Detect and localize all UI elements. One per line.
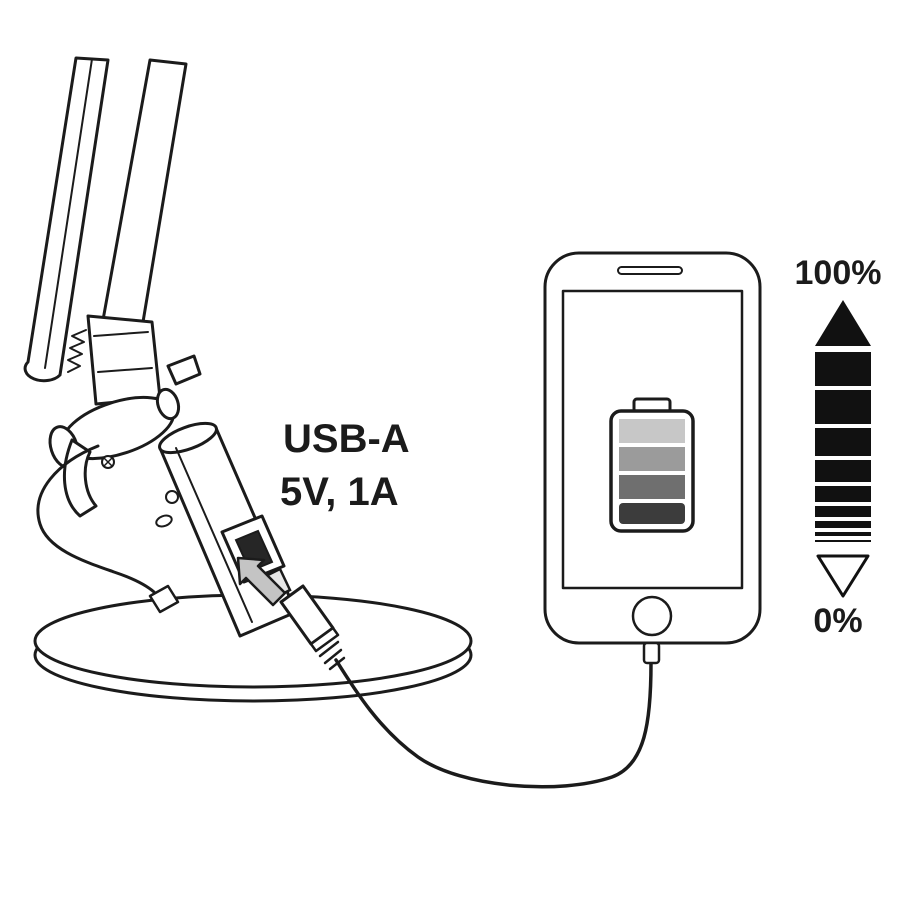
lamp-power-cable xyxy=(36,444,180,614)
insert-arrow-icon xyxy=(236,556,287,607)
charge-bars xyxy=(815,352,871,542)
charge-min-label: 0% xyxy=(813,602,862,640)
lamp-base xyxy=(33,593,473,703)
charge-up-arrow-icon xyxy=(815,300,871,346)
battery-segment xyxy=(619,475,685,499)
battery-segment xyxy=(619,503,685,524)
charge-level-indicator: 100% 0% xyxy=(795,254,882,640)
home-button xyxy=(631,595,673,637)
port-label-line1: USB-A xyxy=(283,417,410,461)
charge-down-arrow-icon xyxy=(816,554,870,598)
battery-segment xyxy=(619,447,685,471)
port-label-line2: 5V, 1A xyxy=(280,470,399,514)
battery-segment xyxy=(619,419,685,443)
lamp-arm xyxy=(23,56,188,383)
usb-plug-collar xyxy=(309,626,340,653)
battery-icon xyxy=(609,397,695,533)
phone-plug xyxy=(642,641,661,665)
usb-cable xyxy=(334,658,653,789)
desk-lamp-illustration xyxy=(23,56,473,703)
smartphone xyxy=(543,251,762,665)
lamp-joint xyxy=(48,314,202,518)
phone-speaker xyxy=(617,266,683,275)
port-label: USB-A 5V, 1A xyxy=(280,417,410,514)
charge-max-label: 100% xyxy=(795,254,882,292)
